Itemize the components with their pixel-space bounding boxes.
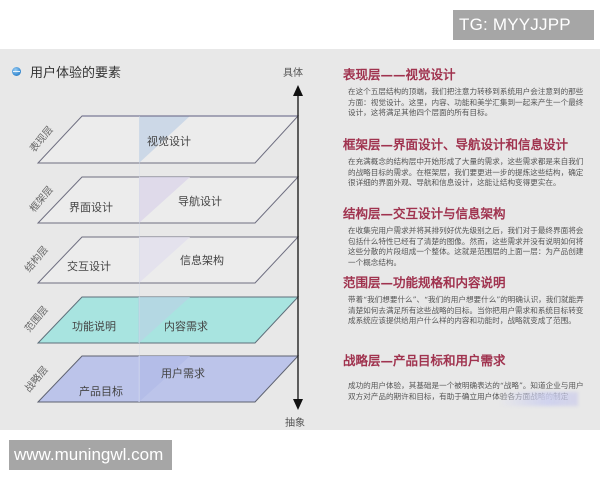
section-heading: 框架层—界面设计、导航设计和信息设计 <box>343 137 569 152</box>
layer-skeleton <box>36 176 300 224</box>
slide-title-text: 用户体验的要素 <box>30 65 122 81</box>
five-layer-diagram <box>36 85 303 410</box>
cell-information-architecture: 信息架构 <box>180 254 224 267</box>
section-heading: 战略层—产品目标和用户需求 <box>343 353 506 368</box>
section-body: 在收集完用户需求并将其排列好优先级别之后，我们对于最终界面将会包括什么特性已经有… <box>348 226 584 267</box>
layer-structure <box>36 236 300 284</box>
layer-scope <box>36 296 300 344</box>
arrow-up-icon <box>293 85 303 96</box>
section-strategy: 战略层—产品目标和用户需求 成功的用户体验，其基础是一个被明确表达的“战略”。知… <box>343 353 588 402</box>
section-structure: 结构层—交互设计与信息架构 在收集完用户需求并将其排列好优先级别之后，我们对于最… <box>343 206 588 268</box>
watermark-bottom: www.muningwl.com <box>9 440 172 470</box>
axis-top-label: 具体 <box>283 68 303 79</box>
highlight-smudge <box>500 392 578 406</box>
section-presentation: 表现层——视觉设计 在这个五层结构的顶端，我们把注意力转移到系统用户会注意到的那… <box>343 67 588 119</box>
cell-interaction-design: 交互设计 <box>67 260 111 273</box>
axis-bottom-label: 抽象 <box>285 418 305 429</box>
cell-user-needs: 用户需求 <box>161 367 205 380</box>
cell-product-objectives: 产品目标 <box>79 385 123 398</box>
cell-navigation-design: 导航设计 <box>178 195 222 208</box>
blue-circle-bullet-icon <box>12 66 21 76</box>
layer-presentation <box>36 115 300 164</box>
section-body: 带着“我们想要什么”、“我们的用户想要什么”的明确认识，我们就能弄清楚如何去满足… <box>348 295 584 325</box>
cell-visual-design: 视觉设计 <box>147 135 191 148</box>
cell-content-requirements: 内容需求 <box>164 320 208 333</box>
section-body: 在这个五层结构的顶端，我们把注意力转移到系统用户会注意到的那些方面：视觉设计。这… <box>348 87 584 117</box>
cell-functional-specs: 功能说明 <box>72 320 116 333</box>
abstract-concrete-axis <box>293 85 303 410</box>
section-scope: 范围层—功能规格和内容说明 带着“我们想要什么”、“我们的用户想要什么”的明确认… <box>343 275 588 327</box>
section-heading: 结构层—交互设计与信息架构 <box>343 206 506 221</box>
section-skeleton: 框架层—界面设计、导航设计和信息设计 在充满概念的结构层中开始形成了大量的需求，… <box>343 137 588 189</box>
section-body: 在充满概念的结构层中开始形成了大量的需求，这些需求都是来自我们的战略目标的需求。… <box>348 157 584 187</box>
slide-title: 用户体验的要素 <box>12 61 121 81</box>
section-heading: 范围层—功能规格和内容说明 <box>343 275 506 290</box>
section-heading: 表现层——视觉设计 <box>343 67 456 82</box>
section-body: 成功的用户体验，其基础是一个被明确表达的“战略”。知道企业与用户双方对产品的期许… <box>348 381 584 401</box>
layer-strategy <box>36 355 300 403</box>
arrow-down-icon <box>293 399 303 410</box>
watermark-top: TG: MYYJJPP <box>453 10 594 40</box>
slide-panel: 用户体验的要素 <box>0 49 600 430</box>
cell-interface-design: 界面设计 <box>69 201 113 214</box>
